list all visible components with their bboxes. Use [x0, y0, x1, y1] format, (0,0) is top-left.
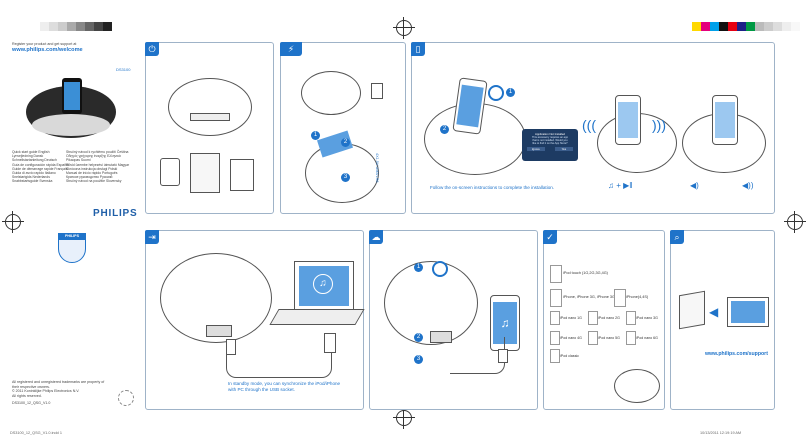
panel-usb-sync: ⇥ ♫ In standby mode, you can synchronize…	[145, 230, 365, 410]
dock-small-drawing	[614, 369, 660, 403]
color-bar	[692, 22, 800, 31]
registration-mark	[784, 211, 806, 233]
usb-cable	[226, 351, 332, 378]
check-icon: ✓	[543, 230, 557, 244]
usb-icon: ⇥	[145, 230, 159, 244]
panel-power-battery: ⚡ 1 2 3 4X1.5V UM3/LR6	[280, 42, 406, 214]
app-popup: Application Not Installed This accessory…	[522, 129, 578, 161]
panel-bluetooth-play: ☁ 1 2 3 ♫	[369, 230, 538, 410]
footer-file: DS3100_12_QSG_V1.0.indd 1	[10, 431, 62, 435]
gray-bar	[40, 22, 112, 31]
model-number: DS3100	[116, 67, 131, 72]
yes-button[interactable]: Yes	[554, 147, 574, 151]
registration-mark	[393, 407, 415, 429]
itunes-icon: ♫	[313, 274, 333, 294]
languages-right: Stručný návod k rychlému použití Čeština…	[66, 150, 130, 184]
sound-waves-right: )))	[652, 117, 666, 133]
arrow-left-icon: ◀	[709, 305, 719, 319]
laptop-small-drawing	[727, 297, 769, 327]
welcome-url[interactable]: www.philips.com/welcome	[12, 46, 83, 53]
footer-date: 10/13/2011 12:19:19 AM	[700, 431, 742, 435]
bluetooth-button	[488, 85, 504, 101]
volume-down-icon: ◀)	[690, 181, 699, 190]
languages-left: Quick start guide English Lynvejledning …	[12, 150, 69, 184]
philips-logo: PHILIPS	[93, 208, 138, 219]
music-play-icon: ♫ + ▶‖	[608, 181, 633, 190]
laptop-drawing: ♫	[294, 261, 354, 311]
bluetooth-icon: ☁	[369, 230, 383, 244]
plug-battery-icon: ⚡	[280, 42, 302, 56]
manual-open-drawing	[679, 290, 705, 330]
manual-drawing	[190, 153, 220, 193]
philips-badge: PHILIPS	[58, 233, 86, 265]
setup-caption: Follow the on-screen instructions to com…	[430, 185, 555, 190]
sound-waves-left: (((	[582, 117, 596, 133]
battery-label: 4X1.5V UM3/LR6	[375, 153, 379, 183]
recycle-icon	[118, 390, 134, 406]
registration-mark	[2, 211, 24, 233]
register-text: Register your product and get support at	[12, 42, 77, 46]
search-icon: ⌕	[670, 230, 684, 244]
panel-power: ⏻	[145, 42, 274, 214]
usb-caption: In standby mode, you can synchronize the…	[228, 381, 341, 392]
power-plug-drawing	[371, 83, 383, 99]
ignore-button[interactable]: Ignore	[526, 147, 545, 151]
safety-sheet-drawing	[230, 159, 254, 191]
phone-icon: ▯	[411, 42, 425, 56]
volume-up-icon: ◀))	[742, 181, 754, 190]
panel-support: ⌕ ◀ www.philips.com/support	[670, 230, 775, 410]
dock-drawing	[168, 78, 252, 136]
power-icon: ⏻	[145, 42, 159, 56]
registration-mark	[393, 17, 415, 39]
support-url[interactable]: www.philips.com/support	[705, 351, 768, 357]
power-adapter-drawing	[160, 158, 180, 186]
copyright-block: All registered and unregistered trademar…	[12, 380, 105, 406]
product-photo	[22, 72, 122, 142]
cover-header: Register your product and get support at…	[12, 42, 132, 53]
panel-iphone-setup: ▯ 1 2 Application Not Installed This acc…	[411, 42, 775, 214]
panel-compatible-devices: ✓ iPod touch (1G,2G,3G,4G) iPhone, iPhon…	[543, 230, 665, 410]
